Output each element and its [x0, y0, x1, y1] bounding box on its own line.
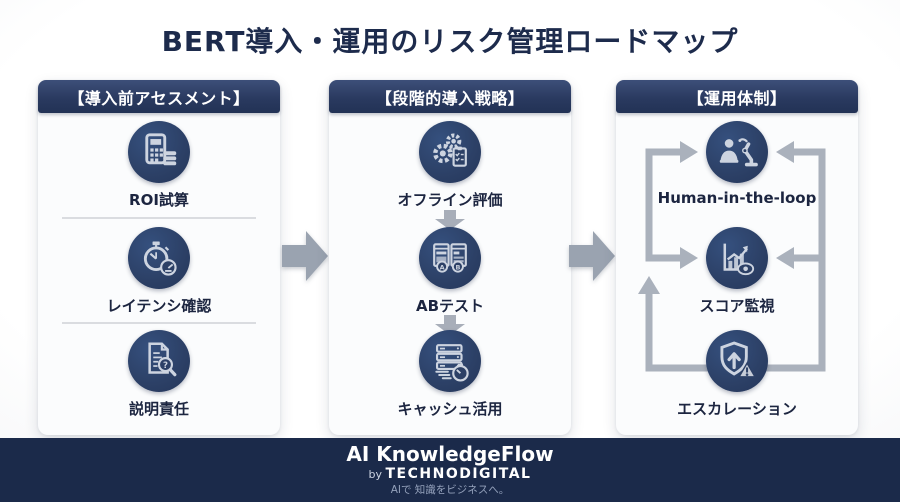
panel-pre-assessment-header: 【導入前アセスメント】	[38, 80, 280, 113]
list-item: オフライン評価	[329, 121, 571, 210]
panel-pre-assessment-body: ROI試算 レイテンシ確	[38, 113, 280, 435]
tagline: AIで 知識をビジネスへ。	[390, 484, 510, 497]
list-item: スコア監視	[616, 227, 858, 316]
item-divider	[62, 322, 256, 324]
item-label: スコア監視	[699, 297, 775, 315]
item-label: ROI試算	[129, 191, 189, 209]
svg-text:B: B	[455, 264, 460, 272]
down-arrow-icon	[435, 210, 465, 230]
down-arrow-icon	[435, 315, 465, 335]
ab-test-windows-icon: A B	[419, 227, 481, 289]
human-robot-arm-icon	[706, 121, 768, 183]
item-label: オフライン評価	[397, 191, 503, 209]
list-item: キャッシュ活用	[329, 330, 571, 419]
stopwatch-gauge-icon	[128, 227, 190, 289]
item-label: ABテスト	[415, 297, 485, 315]
company-name: TECHNODIGITAL	[385, 466, 532, 483]
panel-operations: 【運用体制】	[616, 80, 858, 435]
list-item: Human-in-the-loop	[616, 121, 858, 207]
item-label: Human-in-the-loop	[657, 189, 817, 207]
by-label: by	[368, 468, 383, 482]
company-line: by TECHNODIGITAL	[368, 466, 532, 483]
footer-banner: AI KnowledgeFlow by TECHNODIGITAL AIで 知識…	[0, 438, 900, 502]
panel-phased-strategy-body: オフライン評価	[329, 113, 571, 435]
flow-right-arrow-icon	[282, 231, 328, 281]
item-label: キャッシュ活用	[397, 400, 503, 418]
panel-operations-header: 【運用体制】	[616, 80, 858, 113]
item-divider	[62, 217, 256, 219]
shield-alert-icon	[706, 330, 768, 392]
item-label: エスカレーション	[677, 400, 797, 418]
panel-operations-body: Human-in-the-loop	[616, 113, 858, 435]
list-item: A B ABテスト	[329, 227, 571, 316]
item-label: レイテンシ確認	[106, 297, 212, 315]
chart-eye-icon	[706, 227, 768, 289]
brand-name: AI KnowledgeFlow	[346, 442, 554, 467]
list-item: ? 説明責任	[38, 330, 280, 419]
svg-text:?: ?	[163, 361, 168, 371]
panel-pre-assessment: 【導入前アセスメント】	[38, 80, 280, 435]
item-label: 説明責任	[128, 400, 189, 418]
panel-phased-strategy: 【段階的導入戦略】	[329, 80, 571, 435]
svg-text:A: A	[440, 264, 445, 272]
document-magnifier-icon: ?	[128, 330, 190, 392]
flow-right-arrow-icon	[569, 231, 615, 281]
list-item: ROI試算	[38, 121, 280, 210]
gears-checklist-icon	[419, 121, 481, 183]
panel-phased-strategy-header: 【段階的導入戦略】	[329, 80, 571, 113]
calculator-coins-icon	[128, 121, 190, 183]
feedback-loop-arrows	[638, 141, 826, 372]
page-title: BERT導入・運用のリスク管理ロードマップ	[161, 25, 739, 58]
server-stopwatch-icon	[419, 330, 481, 392]
list-item: エスカレーション	[616, 330, 858, 419]
list-item: レイテンシ確認	[38, 227, 280, 316]
